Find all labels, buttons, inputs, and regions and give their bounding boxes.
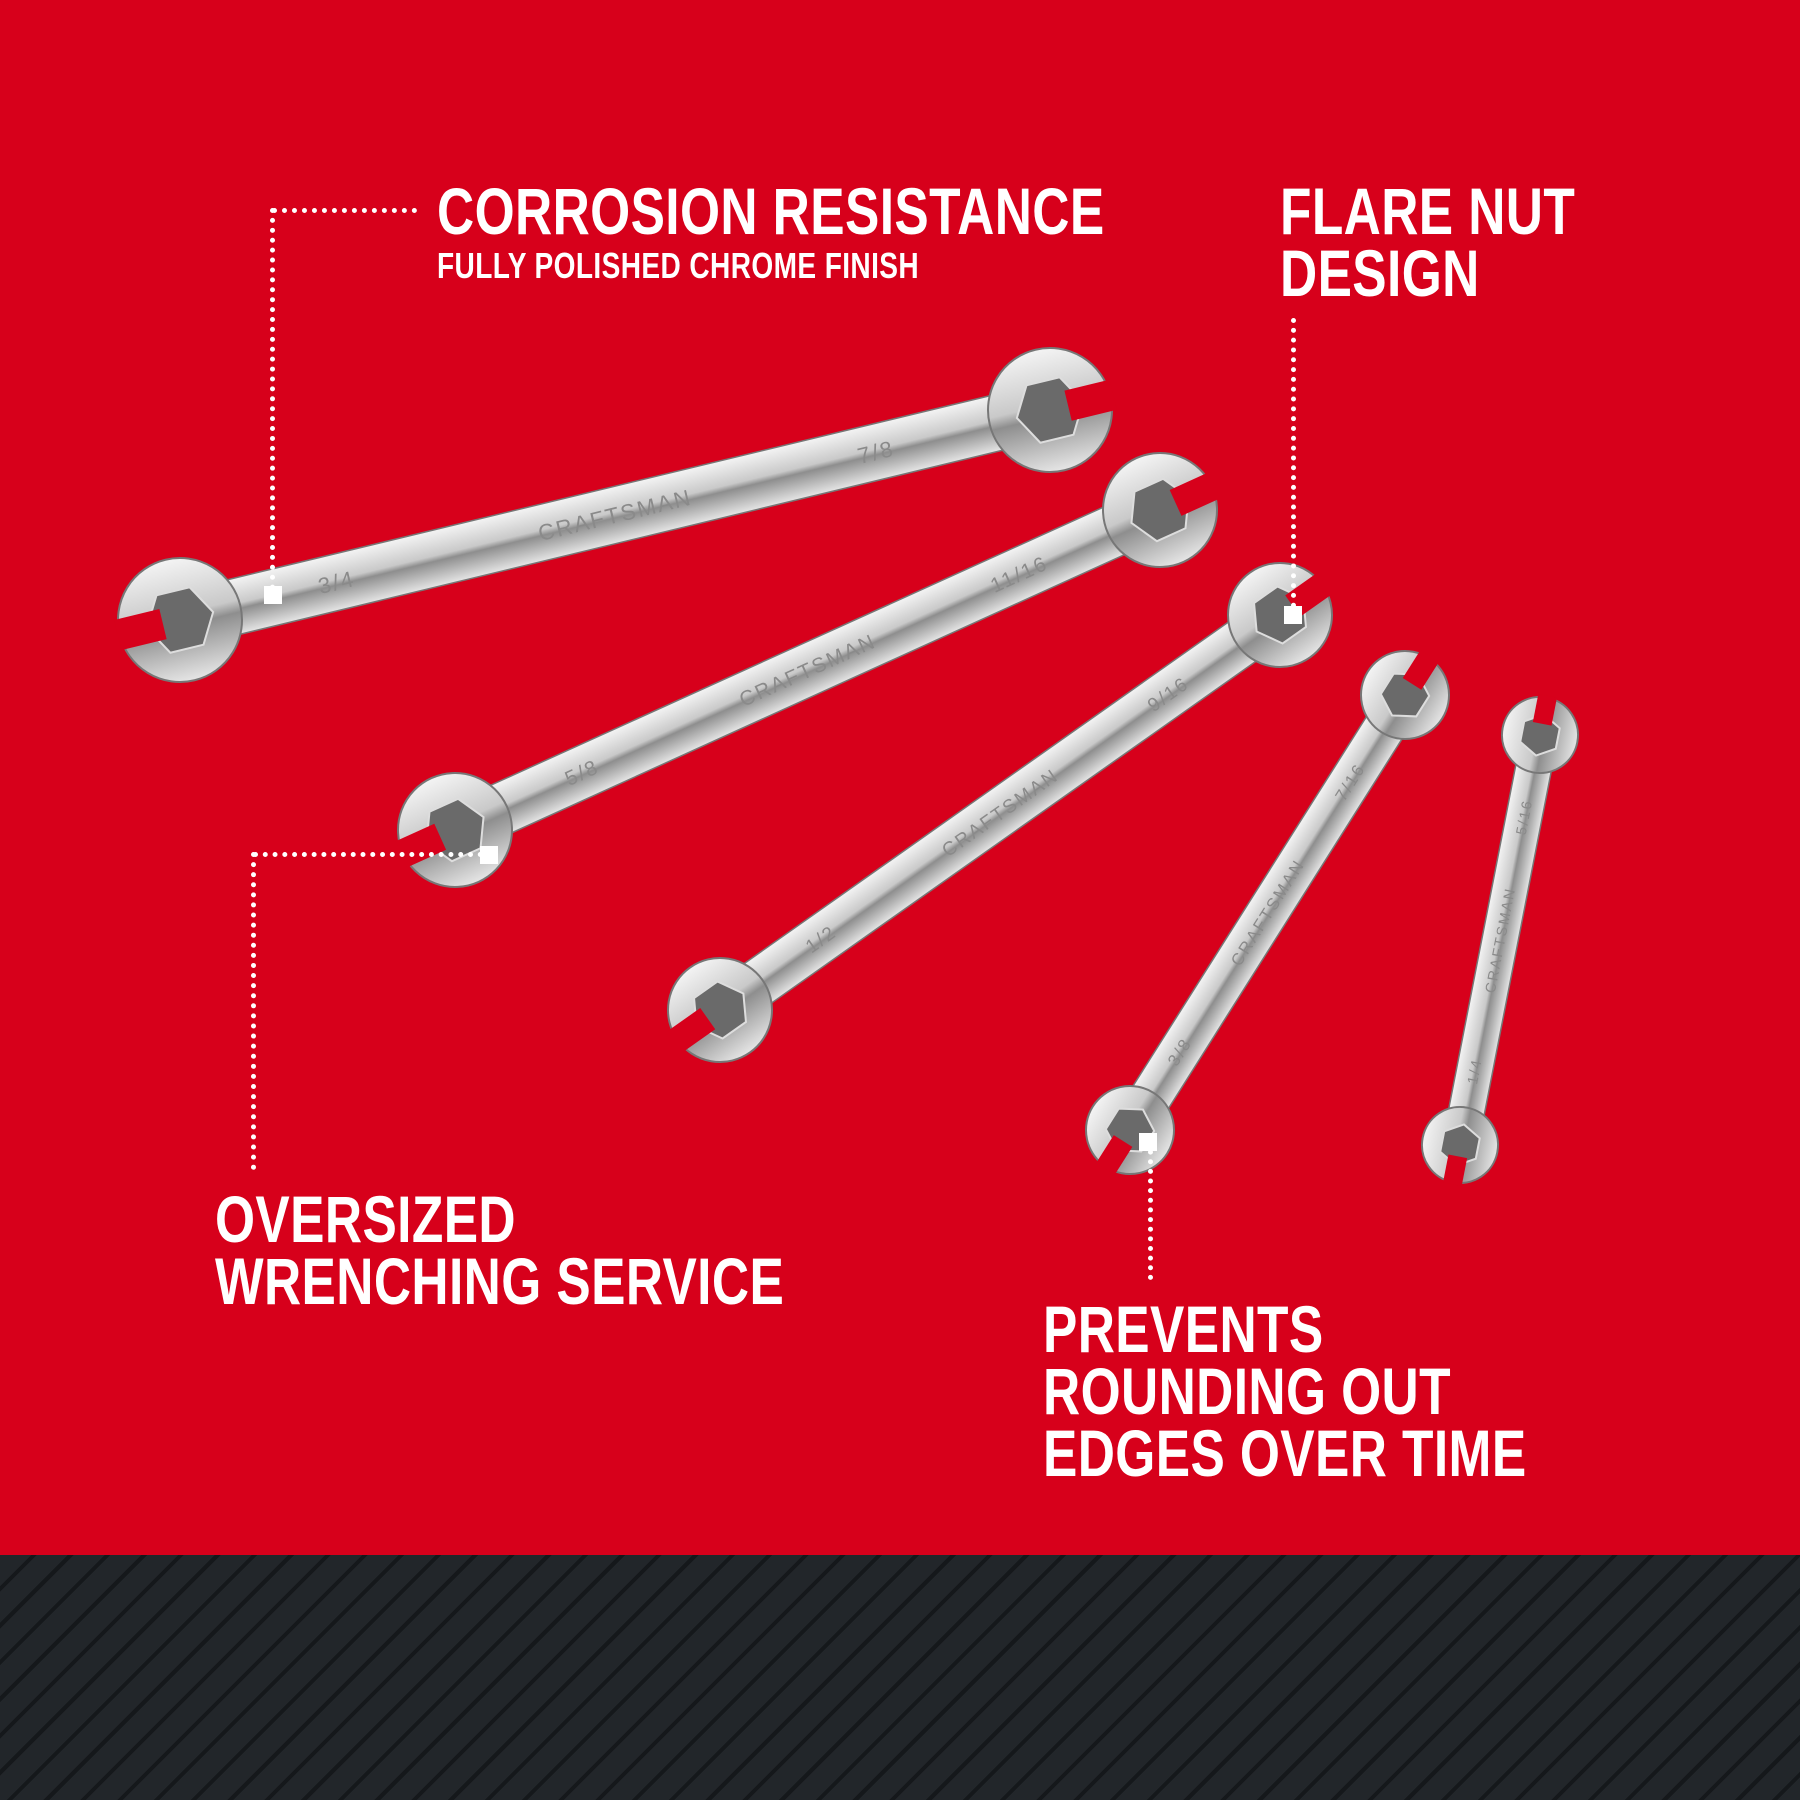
callout-marker-prevents [1139,1133,1157,1151]
callout-line-corrosion-h [272,208,417,213]
callout-line-flare [1291,318,1296,608]
oversized-line2: WRENCHING SERVICE [215,1244,785,1318]
callout-marker-corrosion [264,586,282,604]
callout-line-prevents [1148,1140,1153,1280]
prevents-line1: PREVENTS [1043,1292,1324,1366]
wrench-size-engraving: 1/4 [1465,1057,1486,1086]
callout-marker-flare [1284,606,1302,624]
red-background [0,0,1800,1555]
striped-footer-band [0,1555,1800,1800]
corrosion-subtitle: FULLY POLISHED CHROME FINISH [437,245,920,286]
callout-line-corrosion-v [270,208,275,590]
oversized-title: OVERSIZED WRENCHING SERVICE [215,1182,785,1318]
prevents-line3: EDGES OVER TIME [1043,1416,1527,1490]
corrosion-title: CORROSION RESISTANCE [437,174,1105,248]
callout-line-oversized-v [251,852,256,1170]
flare-line1: FLARE NUT [1280,174,1576,248]
prevents-title: PREVENTS ROUNDING OUT EDGES OVER TIME [1043,1292,1527,1490]
oversized-line1: OVERSIZED [215,1182,517,1256]
flare-line2: DESIGN [1280,236,1480,310]
callout-marker-oversized [480,846,498,864]
flare-title: FLARE NUT DESIGN [1280,174,1576,310]
wrench-size-engraving: 5/16 [1514,798,1537,836]
callout-line-oversized-h [253,852,483,857]
prevents-line2: ROUNDING OUT [1043,1354,1451,1428]
